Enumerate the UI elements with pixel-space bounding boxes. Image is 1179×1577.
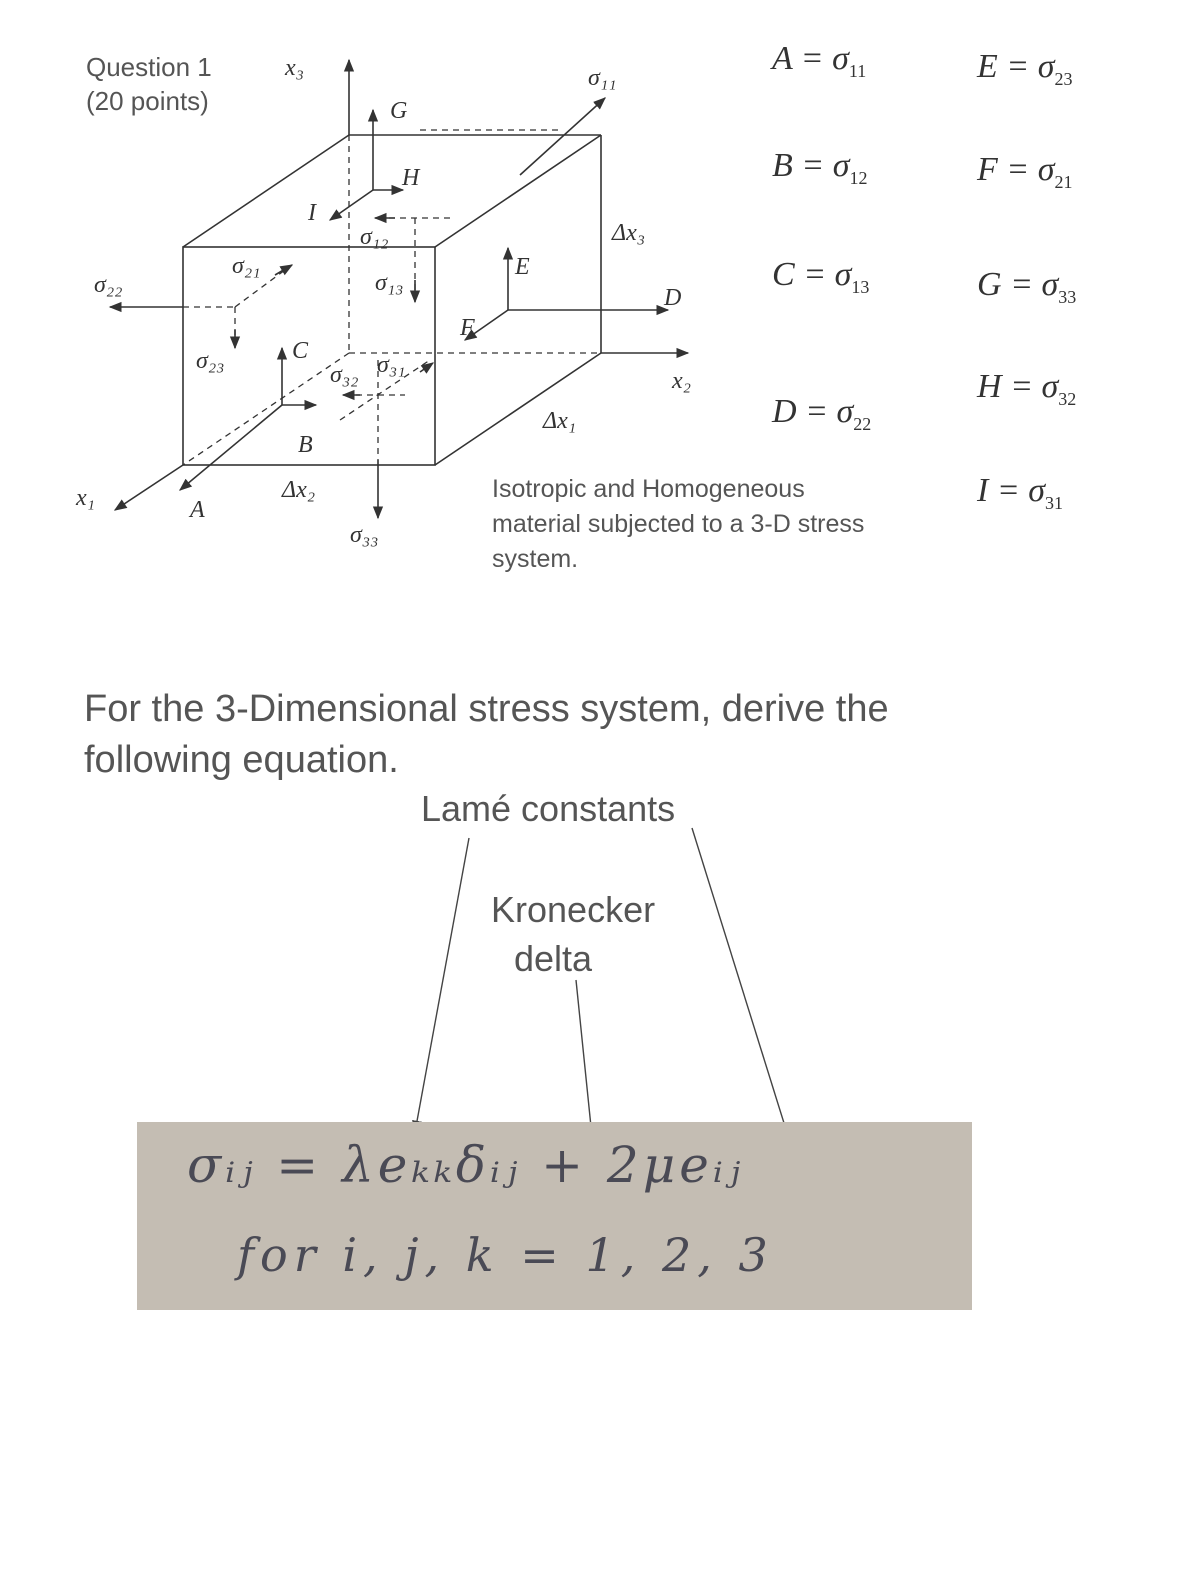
label-g: G [390, 98, 407, 124]
sigma23-label: σ₂₃ [196, 348, 225, 374]
x1-label: x₁ [75, 485, 95, 511]
sigma12-label: σ₁₂ [360, 224, 389, 250]
lame-constants-label: Lamé constants [421, 788, 676, 829]
diagram-caption: Isotropic and Homogeneous material subje… [492, 475, 865, 573]
equation-c: C = σ13 [772, 256, 870, 297]
cube-edges [182, 134, 602, 466]
label-b: B [298, 432, 313, 458]
equation-e: E = σ23 [977, 48, 1073, 89]
equation-i: I = σ31 [977, 472, 1064, 513]
equation-g: G = σ33 [977, 266, 1077, 307]
dx1-label: Δx₁ [542, 408, 576, 434]
arrow-to-mu [691, 827, 800, 1170]
handwritten-equation-line2: for i, j, k = 1, 2, 3 [237, 1228, 774, 1282]
diagram-labels: x₃ x₂ x₁ σ₁₁ σ₂₂ σ₃₃ σ₂₁ σ₂₃ σ₁₂ σ₁₃ σ₃₂… [75, 55, 691, 548]
x3-label: x₃ [284, 55, 304, 81]
question-title: Question 1 (20 points) [86, 50, 212, 118]
sigma13-label: σ₁₃ [375, 270, 404, 296]
label-e: E [514, 254, 530, 280]
sigma22-label: σ₂₂ [94, 272, 123, 298]
kronecker-label-line2: delta [514, 938, 593, 979]
label-d: D [663, 285, 681, 311]
label-i: I [307, 200, 317, 226]
sigma21-label: σ₂₁ [232, 253, 261, 279]
dx3-label: Δx₃ [611, 220, 645, 246]
equation-f: F = σ21 [977, 151, 1073, 192]
stress-cube-diagram: x₃ x₂ x₁ σ₁₁ σ₂₂ σ₃₃ σ₂₁ σ₂₃ σ₁₂ σ₁₃ σ₃₂… [75, 55, 691, 548]
question-points: (20 points) [86, 86, 209, 116]
sigma31-label: σ₃₁ [377, 352, 406, 378]
sigma32-label: σ₃₂ [330, 362, 359, 388]
sigma11-label: σ₁₁ [588, 65, 617, 91]
label-h: H [401, 165, 421, 191]
question-prompt: For the 3-Dimensional stress system, der… [84, 688, 889, 781]
label-f: F [459, 315, 475, 341]
equation-d: D = σ22 [772, 393, 872, 434]
question-number: Question 1 [86, 52, 212, 82]
kronecker-label-line1: Kronecker [491, 889, 656, 930]
label-c: C [292, 338, 309, 364]
equation-a: A = σ11 [772, 40, 867, 81]
label-a: A [188, 497, 205, 523]
x2-label: x₂ [671, 368, 691, 394]
handwritten-equation-line1: σᵢⱼ = λeₖₖδᵢⱼ + 2μeᵢⱼ [187, 1136, 745, 1194]
sigma33-label: σ₃₃ [350, 522, 379, 548]
arrow-to-lambda [412, 837, 470, 1134]
equation-h: H = σ32 [977, 368, 1077, 409]
axes-and-arrows [108, 58, 690, 520]
handwritten-equation-photo: σᵢⱼ = λeₖₖδᵢⱼ + 2μeᵢⱼ for i, j, k = 1, 2… [137, 1122, 972, 1310]
dx2-label: Δx₂ [281, 477, 315, 503]
equation-b: B = σ12 [772, 147, 868, 188]
